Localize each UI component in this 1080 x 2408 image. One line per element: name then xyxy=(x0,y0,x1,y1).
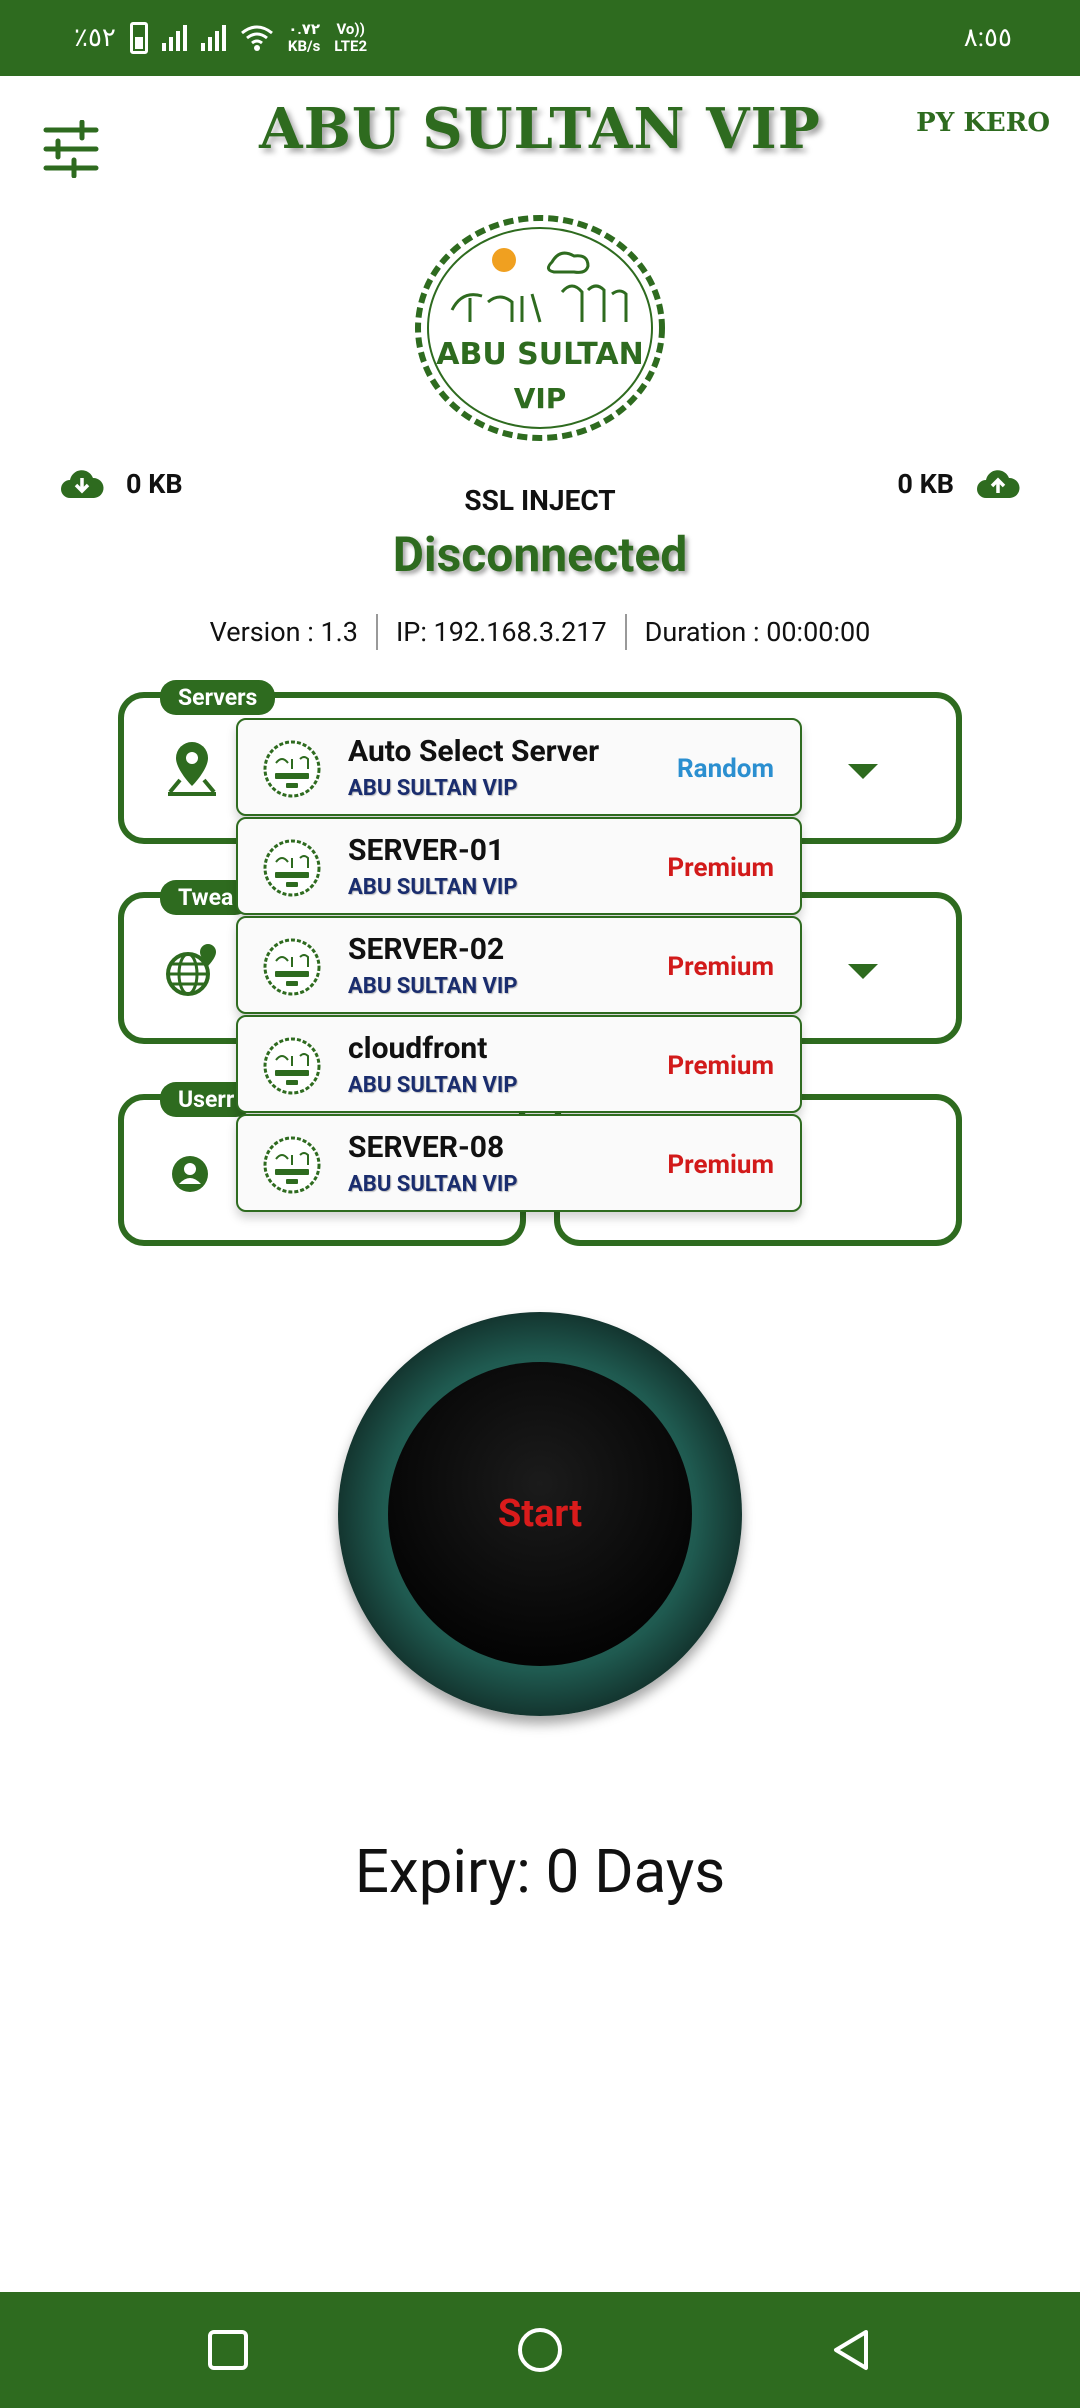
navigation-bar xyxy=(0,2292,1080,2408)
server-option-02[interactable]: SERVER-02 ABU SULTAN VIP Premium xyxy=(236,916,802,1014)
start-button[interactable]: Start xyxy=(338,1312,742,1716)
recents-button[interactable] xyxy=(170,2292,286,2408)
chevron-down-icon xyxy=(848,964,878,979)
server-provider: ABU SULTAN VIP xyxy=(348,875,518,900)
connection-status: Disconnected xyxy=(392,526,688,583)
connection-mode: SSL INJECT xyxy=(464,484,616,517)
server-provider: ABU SULTAN VIP xyxy=(348,776,518,801)
start-label: Start xyxy=(497,1492,583,1536)
server-logo-icon xyxy=(263,839,321,897)
upload-counter: 0 KB xyxy=(897,466,1020,502)
triangle-back-icon xyxy=(834,2330,868,2370)
server-option-01[interactable]: SERVER-01 ABU SULTAN VIP Premium xyxy=(236,817,802,915)
version-text: Version : 1.3 xyxy=(209,616,358,648)
server-provider: ABU SULTAN VIP xyxy=(348,974,518,999)
logo-text-line2: VIP xyxy=(514,382,567,415)
location-pin-icon xyxy=(168,742,216,796)
globe-pin-icon xyxy=(166,944,216,996)
server-name: SERVER-02 xyxy=(348,932,505,967)
expiry-text: Expiry: 0 Days xyxy=(354,1836,726,1907)
connection-info: Version : 1.3 IP: 192.168.3.217 Duration… xyxy=(0,614,1080,650)
logo-text-line1: ABU SULTAN xyxy=(436,337,643,372)
server-logo-icon xyxy=(263,1136,321,1194)
server-tag: Premium xyxy=(667,1150,774,1180)
net-speed-value: ٠.٧٢ xyxy=(288,20,321,38)
download-counter: 0 KB xyxy=(60,466,183,502)
server-logo-icon xyxy=(263,938,321,996)
volte-bottom: LTE2 xyxy=(334,37,368,55)
circle-icon xyxy=(518,2328,562,2372)
server-option-08[interactable]: SERVER-08 ABU SULTAN VIP Premium xyxy=(236,1114,802,1212)
divider xyxy=(624,614,627,650)
status-bar-right: ٨:٥٥ xyxy=(964,0,1012,76)
server-option-cloudfront[interactable]: cloudfront ABU SULTAN VIP Premium xyxy=(236,1015,802,1113)
duration-text: Duration : 00:00:00 xyxy=(644,616,871,648)
net-speed: ٠.٧٢ KB/s xyxy=(288,21,320,55)
start-button-inner[interactable]: Start xyxy=(388,1362,692,1666)
server-logo-icon xyxy=(263,1037,321,1095)
server-name: Auto Select Server xyxy=(348,734,600,769)
signal-1-icon xyxy=(161,25,187,51)
download-value: 0 KB xyxy=(126,468,183,500)
volte-indicator: Vo)) LTE2 xyxy=(334,21,367,55)
server-provider: ABU SULTAN VIP xyxy=(348,1073,518,1098)
server-name: SERVER-08 xyxy=(348,1130,505,1165)
server-tag: Premium xyxy=(667,952,774,982)
back-button[interactable] xyxy=(792,2292,908,2408)
clock: ٨:٥٥ xyxy=(963,23,1012,53)
server-provider: ABU SULTAN VIP xyxy=(348,1172,518,1197)
server-name: SERVER-01 xyxy=(348,833,505,868)
volte-top: Vo)) xyxy=(336,20,365,38)
server-tag: Random xyxy=(677,754,774,784)
wifi-icon xyxy=(240,25,273,51)
server-logo-icon xyxy=(263,740,321,798)
status-bar-left: ٪٥٢ ٠.٧٢ KB/s Vo)) LTE2 xyxy=(74,0,367,76)
app-logo: ABU SULTAN VIP xyxy=(415,215,665,441)
net-speed-unit: KB/s xyxy=(287,37,321,55)
server-tag: Premium xyxy=(667,1051,774,1081)
settings-sliders-icon[interactable] xyxy=(42,120,100,178)
servers-label: Servers xyxy=(160,680,276,715)
cloud-upload-icon xyxy=(977,470,1020,498)
server-tag: Premium xyxy=(667,853,774,883)
divider xyxy=(375,614,378,650)
status-bar: ٪٥٢ ٠.٧٢ KB/s Vo)) LTE2 ٨:٥٥ xyxy=(0,0,1080,76)
user-circle-icon xyxy=(172,1156,208,1192)
ip-text: IP: 192.168.3.217 xyxy=(395,616,607,648)
cloud-download-icon xyxy=(61,470,104,498)
upload-value: 0 KB xyxy=(897,468,954,500)
app-title: ABU SULTAN VIP xyxy=(259,96,821,162)
author-link[interactable]: PY KERO xyxy=(916,108,1050,138)
battery-percent: ٪٥٢ xyxy=(74,23,116,53)
square-icon xyxy=(208,2330,248,2370)
home-button[interactable] xyxy=(482,2292,598,2408)
server-name: cloudfront xyxy=(348,1031,488,1066)
signal-2-icon xyxy=(200,25,226,51)
server-option-auto[interactable]: Auto Select Server ABU SULTAN VIP Random xyxy=(236,718,802,816)
battery-icon xyxy=(129,22,148,54)
chevron-down-icon xyxy=(848,764,878,779)
